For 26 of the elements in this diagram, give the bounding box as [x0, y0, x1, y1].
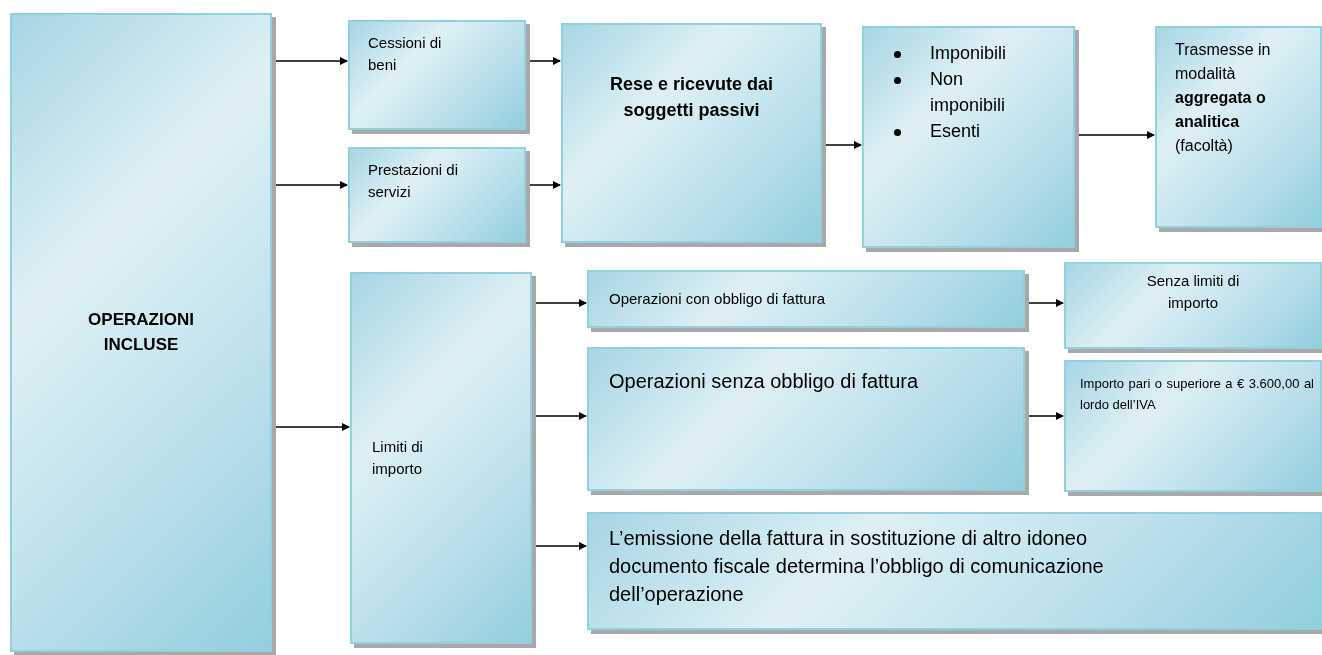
arrow	[1028, 299, 1064, 307]
arrow	[275, 423, 350, 431]
box-text: Cessioni di beni	[368, 33, 443, 75]
box-text: Operazioni senza obbligo di fattura	[609, 369, 920, 394]
arrow	[275, 57, 348, 65]
box-text: Limiti di importo	[372, 437, 424, 479]
box-text: Senza limiti di importo	[1145, 271, 1241, 313]
box-text: Importo pari o superiore a € 3.600,00 al lordo dell’IVA	[1080, 375, 1314, 414]
list-item: Esenti	[930, 118, 1023, 145]
box-text: Operazioni con obbligo di fattura	[609, 289, 825, 310]
list-item: Non imponibili	[930, 66, 1023, 119]
box-text: Prestazioni di servizi	[368, 160, 460, 202]
arrow	[1078, 131, 1155, 139]
box-text: OPERAZIONI INCLUSE	[87, 308, 195, 356]
arrow	[529, 57, 561, 65]
box-text: L’emissione della fattura in sostituzione di altro idoneo documento fiscale determina l’obbligo di comunicazione dell’operazione	[609, 526, 1105, 607]
arrow	[535, 542, 587, 550]
arrow	[1028, 412, 1064, 420]
box-text: Trasmesse in modalità aggregata o analitica (facoltà)	[1175, 40, 1272, 156]
list-item: Imponibili	[930, 40, 1023, 67]
box-text: Rese e ricevute dai soggetti passivi	[608, 73, 775, 123]
arrow	[535, 299, 587, 307]
arrow	[825, 141, 862, 149]
arrow	[275, 181, 348, 189]
arrow	[535, 412, 587, 420]
arrow	[529, 181, 561, 189]
